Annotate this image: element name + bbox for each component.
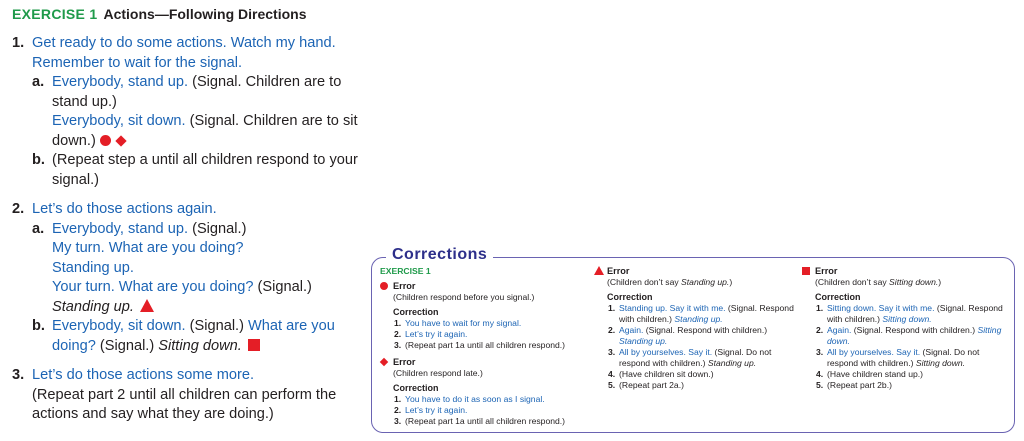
correction-item: 1.You have to do it as soon as I signal. [394,394,545,404]
red-dot-icon [99,134,111,146]
error-heading: Error [802,266,1007,277]
correction-heading: Correction [393,307,439,317]
teacher-says: What are you doing? [52,318,335,354]
step-note: (Signal.) [95,337,159,354]
step-letter: a. [32,220,45,237]
red-triangle-icon [594,266,604,275]
correction-item: 1.You have to wait for my signal. [394,318,522,328]
step-note: (Repeat step a until all children respon… [52,152,358,188]
step-text: Get ready to do some actions. Watch my h… [32,35,336,71]
step-text: Let’s do those actions some more. [32,367,254,383]
red-diamond-icon [115,134,127,147]
step-letter: a. [32,74,45,90]
step-1a: a. Everybody, stand up. (Signal. Childre… [32,73,364,151]
corrections-column-3: Error (Children don’t say Sitting down.)… [802,266,1007,391]
correction-item: 5.(Repeat part 2a.) [608,380,684,390]
red-square-icon [247,338,260,351]
exercise-label: EXERCISE 1 [12,6,98,22]
corrections-column-1: EXERCISE 1 Error (Children respond befor… [379,266,580,427]
teacher-says: Everybody, sit down. [52,318,186,334]
step-text: Let’s do those actions again. [32,201,217,217]
red-dot-icon [380,282,388,290]
step-1b: b. (Repeat step a until all children res… [32,151,364,190]
correction-item: 2.Let’s try it again. [394,329,468,339]
step-note: (Signal.) [253,279,312,295]
error-description: (Children respond late.) [393,368,483,378]
red-diamond-icon [379,357,389,367]
children-answer: Sitting down. [158,337,242,354]
exercise-panel: EXERCISE 1 Actions—Following Directions 1… [12,6,364,425]
teacher-says: Everybody, stand up. [52,74,189,90]
step-2: 2. Let’s do those actions again. [12,200,364,220]
step-2a: a. Everybody, stand up. (Signal.) My tur… [32,220,364,318]
correction-item: 1.Sitting down. Say it with me. (Signal.… [816,303,1003,324]
step-2b: b. Everybody, sit down. (Signal.) What a… [32,317,364,356]
error-heading: Error [379,357,580,368]
correction-item: 4.(Have children sit down.) [608,369,714,379]
teacher-says: Your turn. What are you doing? [52,279,254,295]
correction-item: 2.Again. (Signal. Respond with children.… [816,325,1002,346]
correction-item: 2.Let’s try it again. [394,405,468,415]
error-description: (Children respond before you signal.) [393,292,535,302]
correction-heading: Correction [607,292,653,302]
step-letter: b. [32,152,45,168]
step-note: (Signal.) [185,318,249,334]
correction-item: 1.Standing up. Say it with me. (Signal. … [608,303,794,324]
correction-item: 3.All by yourselves. Say it. (Signal. Do… [608,347,772,368]
teacher-says: My turn. What are you doing? [52,240,244,256]
children-answer: Standing up. [52,298,134,315]
correction-item: 2.Again. (Signal. Respond with children.… [608,325,768,346]
corrections-title: Corrections [386,246,494,264]
teacher-says: Standing up. [52,259,134,276]
exercise-header: EXERCISE 1 Actions—Following Directions [12,6,364,22]
step-number: 3. [12,367,25,383]
step-note: (Signal. Children are to sit down.) [52,113,358,149]
step-3: 3. Let’s do those actions some more. (Re… [12,366,364,425]
corrections-exercise-label: EXERCISE 1 [380,266,431,276]
correction-heading: Correction [393,383,439,393]
step-letter: b. [32,318,45,334]
corrections-box: Corrections EXERCISE 1 Error (Children r… [371,246,1015,433]
step-1: 1. Get ready to do some actions. Watch m… [12,34,364,73]
correction-item: 3.(Repeat part 1a until all children res… [394,340,566,350]
red-square-icon [802,267,810,275]
error-description: (Children don’t say Sitting down.) [815,277,942,287]
step-note: (Signal.) [188,220,247,237]
teacher-says: Everybody, sit down. [52,113,186,129]
red-triangle-icon [139,298,154,312]
corrections-column-2: Error (Children don’t say Standing up.) … [594,266,794,391]
error-heading: Error [594,266,794,277]
step-number: 2. [12,201,25,217]
error-heading: Error [380,281,580,292]
step-number: 1. [12,35,25,51]
step-note: (Signal. Children are to stand up.) [52,74,342,110]
correction-item: 3.All by yourselves. Say it. (Signal. Do… [816,347,980,368]
correction-heading: Correction [815,292,861,302]
teacher-says: Everybody, stand up. [52,220,189,237]
correction-item: 3.(Repeat part 1a until all children res… [394,416,566,426]
correction-item: 5.(Repeat part 2b.) [816,380,892,390]
error-description: (Children don’t say Standing up.) [607,277,733,287]
step-note: (Repeat part 2 until all children can pe… [32,386,337,423]
exercise-title: Actions—Following Directions [103,6,307,22]
correction-item: 4.(Have children stand up.) [816,369,924,379]
